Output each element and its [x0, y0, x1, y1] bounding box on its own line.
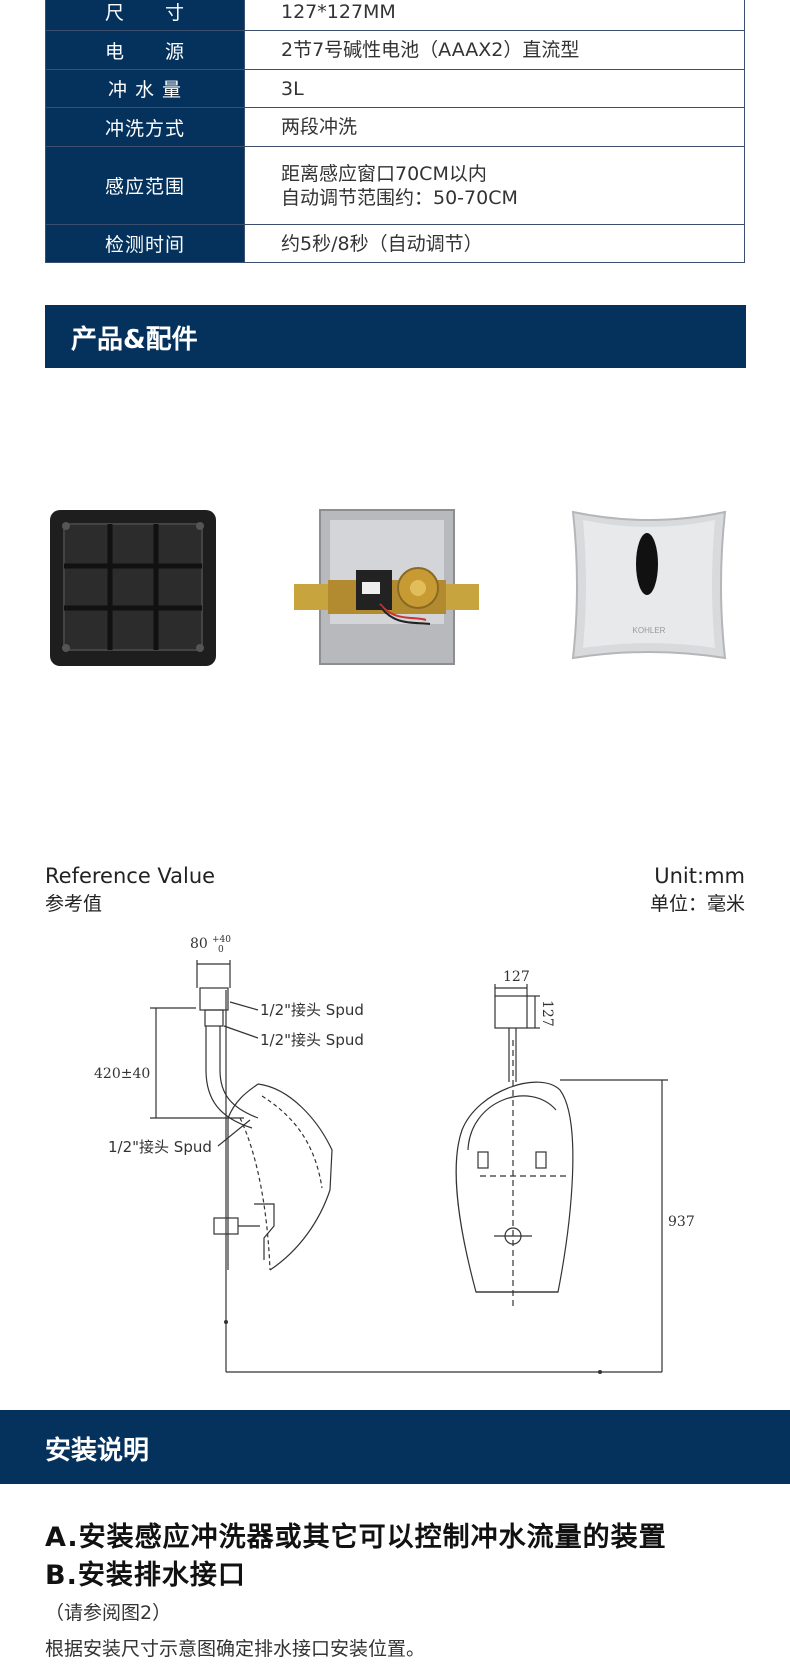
spec-value: 127*127MM — [244, 0, 745, 31]
spec-label: 电 源 — [45, 30, 245, 70]
spec-value: 约5秒/8秒（自动调节） — [244, 224, 745, 263]
table-row: 冲洗方式 两段冲洗 — [45, 107, 745, 147]
table-row: 感应范围 距离感应窗口70CM以内 自动调节范围约：50-70CM — [45, 146, 745, 225]
spud-label-2: 1/2"接头 Spud — [260, 1031, 364, 1049]
spec-label: 检测时间 — [45, 224, 245, 263]
table-row: 尺 寸 127*127MM — [45, 0, 745, 31]
reference-title-en: Reference Value — [45, 864, 216, 888]
dim-height-label: 420±40 — [94, 1066, 150, 1082]
reference-title-cn: 参考值 — [45, 893, 103, 915]
spec-label: 冲洗方式 — [45, 107, 245, 147]
dim-total-label: 937 — [668, 1214, 695, 1230]
table-row: 检测时间 约5秒/8秒（自动调节） — [45, 224, 745, 263]
dim-top-label: 80 — [190, 936, 208, 952]
valve-assembly-image — [294, 509, 479, 665]
spec-label: 尺 寸 — [45, 0, 245, 31]
dim-width-label: 127 — [503, 969, 530, 985]
spec-label: 感应范围 — [45, 146, 245, 225]
dim-top-tol-zero: 0 — [218, 945, 224, 955]
spud-label-1: 1/2"接头 Spud — [260, 1001, 364, 1019]
spec-value: 3L — [244, 69, 745, 108]
spec-value: 距离感应窗口70CM以内 自动调节范围约：50-70CM — [244, 146, 745, 225]
section-title: 产品&配件 — [71, 325, 198, 355]
dim-top-tol-plus: +40 — [212, 935, 231, 945]
spec-label: 冲 水 量 — [45, 69, 245, 108]
installation-dimension-diagram: 80 +40 0 1/2"接头 Spud 1/2"接头 Spud 420±40 … — [94, 935, 695, 1374]
install-ref-note: （请参阅图2） — [45, 1602, 172, 1624]
section-title: 安装说明 — [45, 1436, 150, 1466]
spud-label-3: 1/2"接头 Spud — [108, 1138, 212, 1156]
back-box-image — [50, 510, 216, 666]
install-description: 根据安装尺寸示意图确定排水接口安装位置。 — [45, 1638, 426, 1660]
table-row: 电 源 2节7号碱性电池（AAAX2）直流型 — [45, 30, 745, 70]
brand-logo: KOHLER — [633, 626, 666, 635]
cover-plate-image: KOHLER — [571, 510, 727, 660]
unit-label-en: Unit:mm — [654, 864, 745, 888]
section-header-products: 产品&配件 — [45, 305, 746, 368]
spec-value: 2节7号碱性电池（AAAX2）直流型 — [244, 30, 745, 70]
dim-depth-label: 127 — [539, 1000, 555, 1027]
table-row: 冲 水 量 3L — [45, 69, 745, 108]
spec-table: 尺 寸 127*127MM 电 源 2节7号碱性电池（AAAX2）直流型 冲 水… — [45, 0, 745, 263]
install-step-a: A.安装感应冲洗器或其它可以控制冲水流量的装置 — [45, 1522, 667, 1553]
unit-label-cn: 单位：毫米 — [649, 893, 745, 915]
spec-value: 两段冲洗 — [244, 107, 745, 147]
install-step-b: B.安装排水接口 — [45, 1560, 246, 1591]
section-header-install: 安装说明 — [0, 1410, 790, 1484]
